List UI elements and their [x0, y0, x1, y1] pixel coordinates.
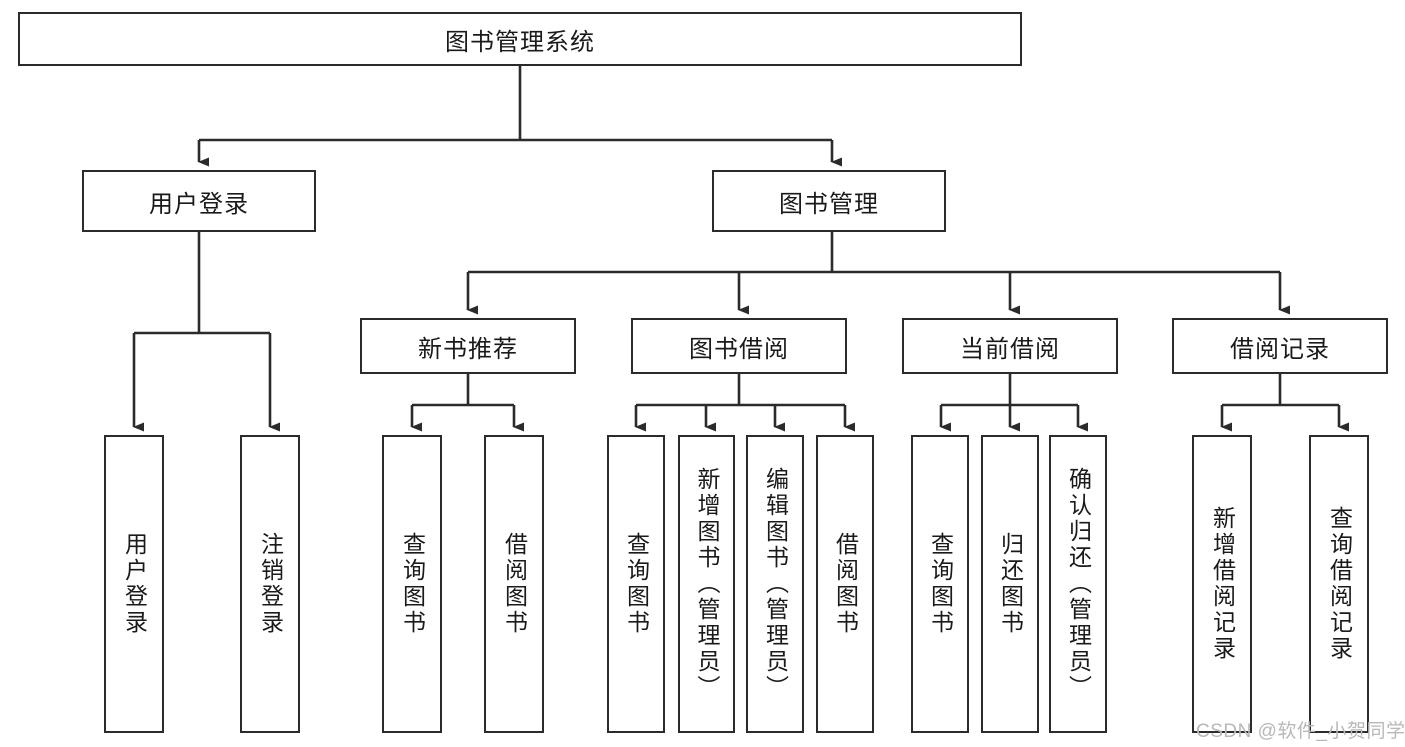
node-book-manage-label: 图书管理 [779, 190, 879, 218]
node-borrow-record-label: 借阅记录 [1230, 335, 1330, 363]
node-leaf-user-login-label: 用户登录 [121, 532, 148, 636]
node-leaf-borrow-book-1-label: 借阅图书 [501, 532, 528, 636]
node-user-login-label: 用户登录 [149, 190, 249, 218]
node-leaf-borrow-book-1[interactable]: 借阅图书 [484, 435, 544, 733]
node-leaf-query-record[interactable]: 查询借阅记录 [1309, 435, 1369, 733]
node-leaf-add-record-label: 新增借阅记录 [1209, 506, 1236, 662]
node-leaf-query-book-3[interactable]: 查询图书 [911, 435, 969, 733]
node-leaf-borrow-book-2[interactable]: 借阅图书 [816, 435, 874, 733]
node-root[interactable]: 图书管理系统 [18, 12, 1022, 66]
node-leaf-borrow-book-2-label: 借阅图书 [832, 532, 859, 636]
node-leaf-return-book[interactable]: 归还图书 [981, 435, 1039, 733]
node-leaf-query-book-1-label: 查询图书 [399, 532, 426, 636]
node-current-borrow[interactable]: 当前借阅 [902, 318, 1118, 374]
node-leaf-user-login[interactable]: 用户登录 [104, 435, 164, 733]
node-leaf-confirm-return-label: 确认归还（管理员） [1065, 467, 1092, 701]
node-leaf-query-book-2[interactable]: 查询图书 [607, 435, 665, 733]
node-leaf-query-book-1[interactable]: 查询图书 [382, 435, 442, 733]
node-book-manage[interactable]: 图书管理 [712, 170, 946, 232]
node-book-borrow[interactable]: 图书借阅 [631, 318, 847, 374]
node-leaf-query-book-2-label: 查询图书 [623, 532, 650, 636]
node-leaf-edit-book[interactable]: 编辑图书（管理员） [746, 435, 804, 733]
node-leaf-query-record-label: 查询借阅记录 [1326, 506, 1353, 662]
node-book-borrow-label: 图书借阅 [689, 335, 789, 363]
node-root-label: 图书管理系统 [445, 28, 595, 56]
node-leaf-return-book-label: 归还图书 [997, 532, 1024, 636]
node-current-borrow-label: 当前借阅 [960, 335, 1060, 363]
node-leaf-add-record[interactable]: 新增借阅记录 [1192, 435, 1252, 733]
node-leaf-add-book[interactable]: 新增图书（管理员） [678, 435, 735, 733]
node-new-book-rec-label: 新书推荐 [418, 335, 518, 363]
node-leaf-query-book-3-label: 查询图书 [927, 532, 954, 636]
node-leaf-confirm-return[interactable]: 确认归还（管理员） [1049, 435, 1107, 733]
node-leaf-logout[interactable]: 注销登录 [240, 435, 300, 733]
node-new-book-rec[interactable]: 新书推荐 [360, 318, 576, 374]
node-user-login[interactable]: 用户登录 [82, 170, 316, 232]
node-leaf-edit-book-label: 编辑图书（管理员） [762, 467, 789, 701]
node-leaf-add-book-label: 新增图书（管理员） [694, 467, 720, 701]
node-leaf-logout-label: 注销登录 [257, 532, 284, 636]
node-borrow-record[interactable]: 借阅记录 [1172, 318, 1388, 374]
